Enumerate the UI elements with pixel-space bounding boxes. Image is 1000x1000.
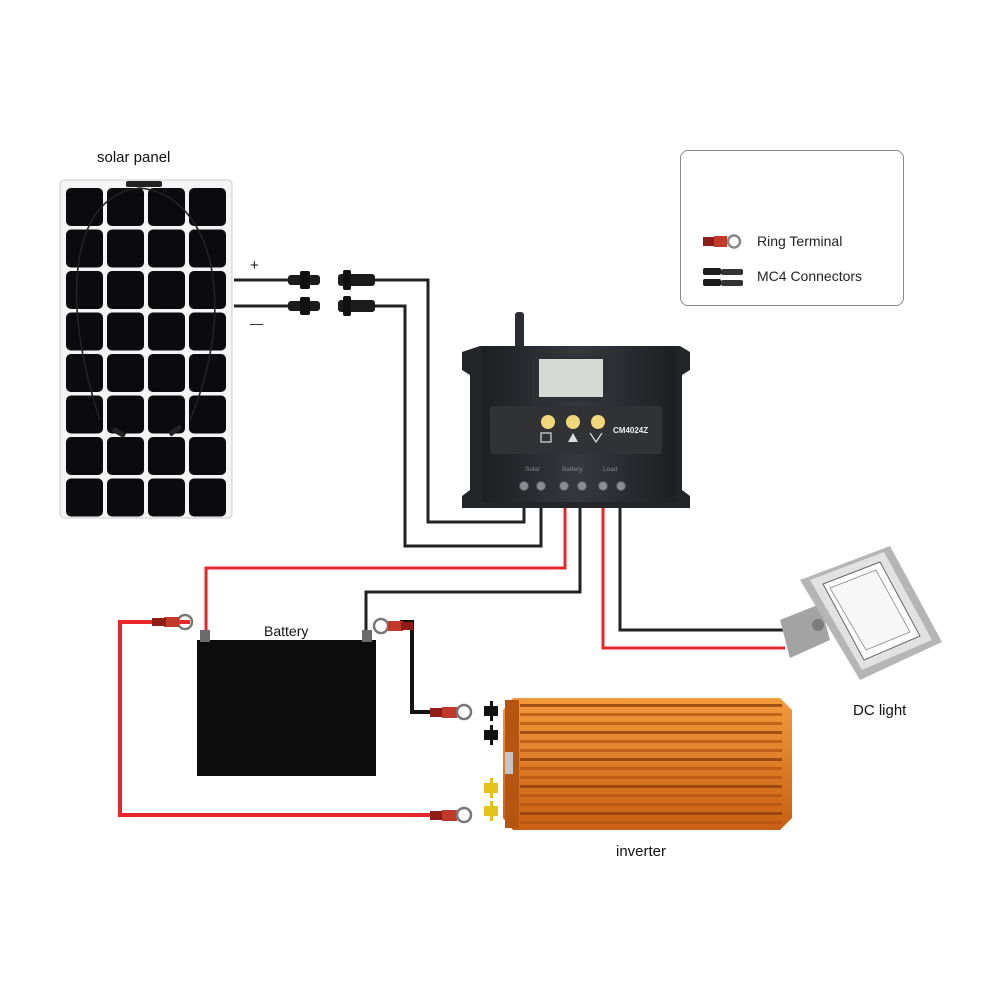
solar-cell [107,312,144,351]
dc-light [780,546,942,680]
legend-ring-terminal-label: Ring Terminal [757,233,843,249]
solar-cell [148,395,185,434]
panel-cable [75,187,216,421]
knob [591,415,605,429]
solar-cell [66,354,103,392]
solar-cell [148,312,185,351]
solar-cell [189,354,226,392]
battery [197,630,376,776]
inverter-fin [520,803,782,806]
solar-cell [107,188,144,226]
solar-cell [66,188,103,226]
battery-positive-terminal [200,630,210,642]
controller-antenna [515,312,524,352]
solar-cell [148,437,185,475]
legend-ring-terminal: Ring Terminal [701,229,842,253]
solar-cell [107,229,144,268]
solar-cell [107,478,144,517]
mc4-connector-negative [288,296,375,316]
legend-mc4-label: MC4 Connectors [757,268,863,284]
solar-cell [189,229,226,268]
solar-cell [189,188,226,226]
inverter-fin [520,794,782,797]
inverter-fin [520,713,782,716]
ring-terminal-battery-positive [152,613,194,631]
ring-terminal-battery-negative [372,617,413,635]
ring-terminal-inverter-negative [430,703,473,721]
inverter-fin [520,704,782,707]
terminal-screw [519,481,529,491]
solar-cells [66,188,226,517]
solar-cell [66,478,103,517]
solar-cell [189,478,226,517]
solar-cell [107,271,144,309]
terminal-label-solar: Solar [525,466,541,473]
solar-cell [189,395,226,434]
mc4-connector-positive [288,270,375,290]
inverter [484,698,792,830]
solar-cell [148,271,185,309]
dc-light-label: DC light [853,702,907,719]
inverter-fin [520,758,782,761]
inverter-fin [520,785,782,788]
solar-cell [66,437,103,475]
legend-mc4-connectors: MC4 Connectors [701,264,862,288]
inverter-fin [520,776,782,779]
battery-negative-terminal [362,630,372,642]
junction-box [126,181,162,187]
inverter-fin [520,812,782,815]
inverter-label: inverter [616,843,666,860]
inverter-fin [520,740,782,743]
solar-panel [59,179,233,519]
battery-label: Battery [264,623,308,639]
terminal-screw [536,481,546,491]
solar-panel-label: solar panel [97,149,170,166]
terminal-screw [616,481,626,491]
solar-cell [66,312,103,351]
inverter-fin [520,731,782,734]
lcd-display [539,359,603,397]
solar-cell [148,478,185,517]
legend: Ring Terminal MC4 Connectors [680,150,904,306]
knob [566,415,580,429]
terminal-block [519,481,626,491]
inverter-fins [520,704,782,824]
charge-controller: CM4024Z Solar Battery Load [462,312,690,508]
inverter-fin [520,722,782,725]
solar-cell [189,312,226,351]
inverter-fin [520,767,782,770]
ring-terminal-inverter-positive [430,806,473,824]
solar-cell [148,354,185,392]
solar-cell [66,395,103,434]
solar-cell [189,271,226,309]
terminal-screw [577,481,587,491]
plus-sign: + [250,257,259,274]
inverter-fin [520,821,782,824]
solar-cell [66,229,103,268]
terminal-label-load: Load [603,466,618,473]
solar-cell [189,437,226,475]
mc4-connector-icon [701,266,747,286]
terminal-screw [559,481,569,491]
minus-sign: — [250,316,263,331]
solar-cell [107,354,144,392]
knob [541,415,555,429]
inverter-fin [520,749,782,752]
terminal-label-battery: Battery [562,466,583,473]
solar-cell [148,229,185,268]
solar-cell [148,188,185,226]
solar-cell [107,437,144,475]
solar-cell [107,395,144,434]
ring-terminal-icon [701,231,747,251]
model-label: CM4024Z [613,426,648,435]
terminal-screw [598,481,608,491]
solar-cell [66,271,103,309]
